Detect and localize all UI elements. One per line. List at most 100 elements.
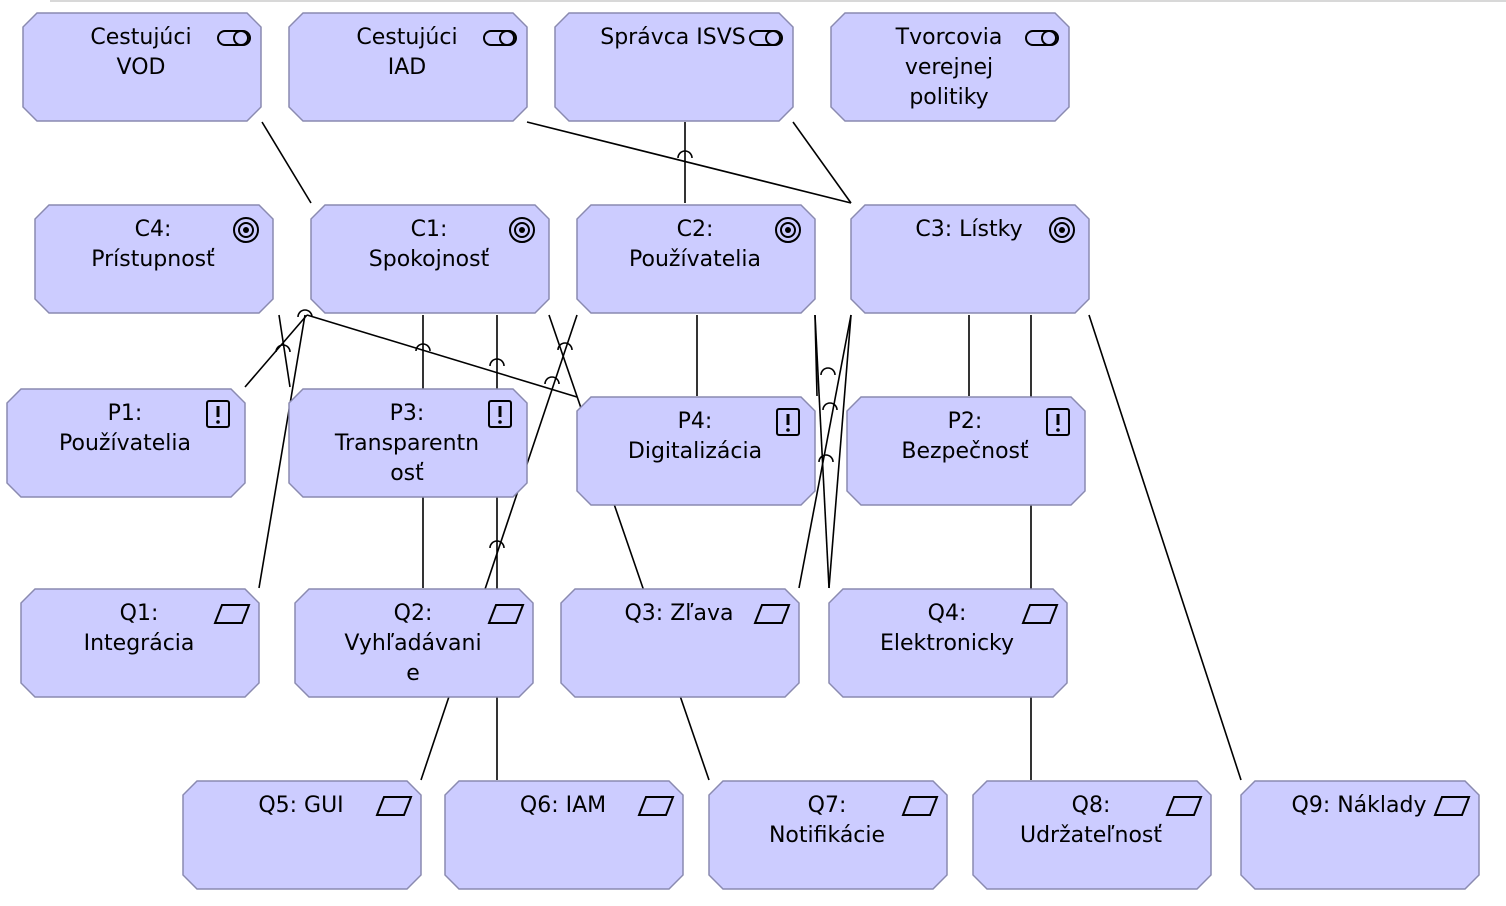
requirement-q3[interactable]: Q3: Zľava [560, 588, 800, 698]
connection-line [420, 314, 578, 781]
element-label: C1: [411, 217, 448, 242]
goal-c4[interactable]: C4:Prístupnosť [34, 204, 274, 314]
element-label: Digitalizácia [628, 439, 762, 464]
element-label: politiky [909, 85, 988, 110]
element-label: Používatelia [59, 431, 191, 456]
element-label: VOD [117, 55, 166, 80]
element-label: Prístupnosť [91, 247, 215, 272]
element-label: Q7: [808, 793, 847, 818]
principle-icon [488, 400, 512, 428]
goal-c3[interactable]: C3: Lístky [850, 204, 1090, 314]
line-jump [489, 540, 505, 549]
requirement-box[interactable] [560, 588, 800, 698]
requirement-box[interactable] [294, 588, 534, 698]
goal-icon [509, 217, 535, 243]
goal-icon [1049, 217, 1075, 243]
goal-c1[interactable]: C1: Spokojnosť [310, 204, 550, 314]
element-label: Tvorcovia [895, 25, 1003, 50]
principle-box[interactable] [6, 388, 246, 498]
element-label: e [406, 661, 420, 686]
principle-p4[interactable]: P4: Digitalizácia [576, 396, 816, 506]
connection-line [814, 314, 818, 397]
requirement-icon [1021, 604, 1059, 624]
requirement-box[interactable] [1240, 780, 1480, 890]
connection-line [828, 314, 852, 589]
requirement-box[interactable] [182, 780, 422, 890]
goal-box[interactable] [310, 204, 550, 314]
connection-line [261, 121, 312, 204]
line-jump [822, 402, 838, 411]
connection-line [814, 314, 830, 589]
goal-box[interactable] [34, 204, 274, 314]
element-label: P1: [108, 401, 143, 426]
element-label: Integrácia [84, 631, 195, 656]
element-label: Vyhľadávani [344, 631, 481, 656]
requirement-q1[interactable]: Q1:Integrácia [20, 588, 260, 698]
requirement-q5[interactable]: Q5: GUI [182, 780, 422, 890]
element-label: P4: [678, 409, 713, 434]
line-jump [489, 358, 505, 367]
principle-box[interactable] [288, 388, 528, 498]
requirement-box[interactable] [20, 588, 260, 698]
element-label: IAD [388, 55, 426, 80]
requirement-box[interactable] [972, 780, 1212, 890]
principle-box[interactable] [846, 396, 1086, 506]
goal-box[interactable] [850, 204, 1090, 314]
line-jump [544, 376, 560, 385]
principle-icon [206, 400, 230, 428]
element-label: P3: [390, 401, 425, 426]
line-jump [275, 344, 291, 353]
line-jump [415, 343, 431, 352]
stakeholder-box[interactable] [554, 12, 794, 122]
goal-c2[interactable]: C2:Používatelia [576, 204, 816, 314]
requirement-icon [213, 604, 251, 624]
stakeholder-icon [749, 30, 783, 46]
requirement-q9[interactable]: Q9: Náklady [1240, 780, 1480, 890]
element-label: Q3: Zľava [624, 601, 733, 626]
requirement-icon [487, 604, 525, 624]
line-jump [677, 150, 693, 159]
line-jump [297, 309, 313, 318]
element-label: Q4: [928, 601, 967, 626]
goal-icon [775, 217, 801, 243]
requirement-q8[interactable]: Q8:Udržateľnosť [972, 780, 1212, 890]
stakeholder-box[interactable] [830, 12, 1070, 122]
stakeholder-box[interactable] [288, 12, 528, 122]
principle-box[interactable] [576, 396, 816, 506]
element-label: Notifikácie [769, 823, 885, 848]
principle-p1[interactable]: P1: Používatelia [6, 388, 246, 498]
requirement-q4[interactable]: Q4: Elektronicky [828, 588, 1068, 698]
requirement-icon [1433, 796, 1471, 816]
requirement-box[interactable] [444, 780, 684, 890]
element-label: Spokojnosť [369, 247, 490, 272]
requirement-q6[interactable]: Q6: IAM [444, 780, 684, 890]
requirement-icon [753, 604, 791, 624]
element-label: Udržateľnosť [1020, 823, 1162, 848]
element-label: C2: [677, 217, 714, 242]
requirement-q7[interactable]: Q7: Notifikácie [708, 780, 948, 890]
element-label: Bezpečnosť [901, 439, 1029, 464]
connection-line [278, 314, 291, 388]
stakeholder-box[interactable] [22, 12, 262, 122]
connection-line [306, 314, 578, 398]
element-label: Elektronicky [880, 631, 1014, 656]
requirement-icon [901, 796, 939, 816]
stakeholder-icon [1025, 30, 1059, 46]
line-jump [557, 342, 573, 351]
element-label: verejnej [905, 55, 993, 80]
requirement-box[interactable] [828, 588, 1068, 698]
requirement-icon [375, 796, 413, 816]
connection-line [526, 121, 852, 204]
line-jump [820, 367, 836, 376]
requirement-box[interactable] [708, 780, 948, 890]
principle-p2[interactable]: P2:Bezpečnosť [846, 396, 1086, 506]
stakeholder-spravca[interactable]: Správca ISVS [554, 12, 794, 122]
goal-box[interactable] [576, 204, 816, 314]
connection-line [548, 314, 710, 781]
stakeholder-tvorcovia[interactable]: Tvorcovia verejnej politiky [830, 12, 1070, 122]
